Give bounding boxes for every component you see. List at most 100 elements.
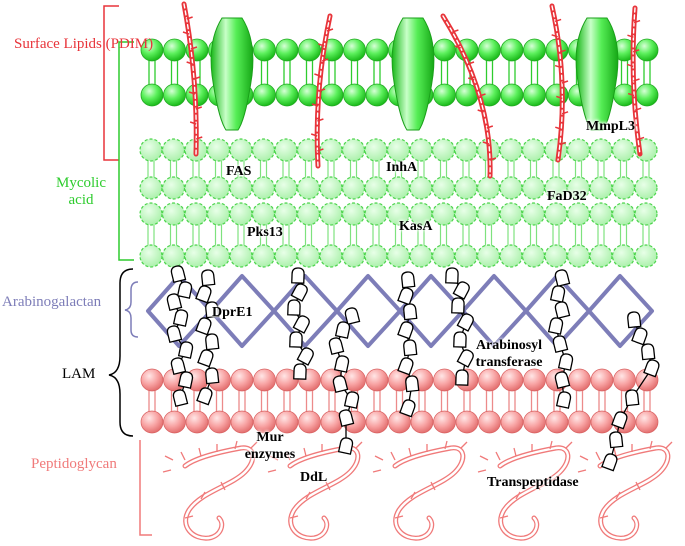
- lam-sugar-unit: [172, 309, 189, 327]
- lam-sugar-unit: [166, 325, 183, 344]
- pdim-branch: [559, 141, 567, 146]
- mycolic-head: [386, 244, 411, 268]
- mycolic-head: [611, 176, 636, 200]
- lam-sugar-unit: [201, 269, 216, 287]
- pdim-branch: [186, 16, 193, 20]
- mycolic-head: [206, 138, 231, 162]
- pm-head: [275, 410, 299, 434]
- mycolic-head: [274, 244, 298, 268]
- pdim-branch: [479, 93, 486, 97]
- lam-sugar-unit: [405, 375, 420, 393]
- pg-crosslink: [162, 469, 172, 473]
- mycolic-head: [634, 202, 658, 226]
- outer-head: [478, 38, 501, 62]
- peptidoglycan-strand: [477, 440, 573, 541]
- mycolic-head: [364, 138, 388, 162]
- pm-head: [163, 410, 186, 434]
- bracket-peptidoglycan: [139, 440, 152, 536]
- pg-crosslink: [285, 451, 291, 461]
- mycolic-head: [251, 138, 276, 162]
- lam-sugar-unit: [552, 335, 569, 354]
- mycolic-head: [386, 202, 411, 226]
- mycolic-head: [206, 244, 231, 268]
- pdim-branch: [310, 133, 318, 137]
- lam-sugar-unit: [334, 321, 351, 339]
- pg-backbone-core: [498, 446, 569, 540]
- pdim-branch: [467, 61, 475, 65]
- pm-head: [635, 410, 659, 434]
- mycolic-head: [566, 244, 591, 268]
- pdim-branch: [554, 18, 562, 23]
- pm-head: [478, 368, 501, 392]
- pg-crosslink: [184, 515, 194, 519]
- pdim-branch: [311, 103, 319, 107]
- mycolic-head: [251, 176, 276, 200]
- lam-sugar-unit: [170, 357, 187, 376]
- lam-sugar-unit: [337, 437, 354, 455]
- mycolic-head: [566, 138, 591, 162]
- mycolic-head: [386, 176, 411, 200]
- mycolic-head: [566, 202, 591, 226]
- pg-crosslink: [198, 447, 202, 457]
- mycolic-head: [296, 244, 321, 268]
- lam-sugar-unit: [555, 391, 572, 409]
- mycolic-head: [611, 202, 636, 226]
- outer-head: [163, 38, 186, 62]
- pg-backbone-core: [183, 446, 254, 540]
- mycolic-head: [251, 202, 276, 226]
- lam-sugar-unit: [292, 315, 310, 334]
- label-inha: InhA: [386, 160, 418, 175]
- pdim-branch: [633, 19, 641, 24]
- lam-sugar-unit: [453, 331, 467, 348]
- lam-sugar-unit: [631, 327, 648, 346]
- pg-crosslink: [499, 515, 509, 519]
- outer-head: [343, 38, 366, 62]
- pg-crosslink: [410, 491, 416, 500]
- pg-crosslink: [200, 491, 206, 500]
- pdim-branch: [632, 49, 640, 53]
- bracket-surface-lipids: [103, 5, 119, 161]
- pg-crosslink: [444, 440, 448, 450]
- pdim-branch: [561, 80, 569, 84]
- mycolic-head: [364, 244, 388, 268]
- outer-head: [635, 83, 659, 107]
- mycolic-head: [341, 244, 366, 268]
- lam-sugar-unit: [643, 359, 660, 378]
- lam-sugar-unit: [296, 347, 314, 366]
- mycolic-head: [139, 138, 163, 162]
- outer-head: [635, 38, 659, 62]
- mycolic-head: [251, 244, 276, 268]
- lam-sugar-unit: [549, 285, 566, 303]
- mycolic-head: [589, 202, 613, 226]
- pdim-branch: [314, 73, 321, 77]
- membrane-channels: [210, 17, 619, 131]
- pdim-chain-core: [551, 5, 564, 161]
- mycolic-head: [161, 244, 186, 268]
- lam-sugar-unit: [287, 299, 301, 316]
- pg-crosslink: [408, 447, 412, 457]
- pdim-branch: [193, 76, 201, 80]
- pm-head: [230, 368, 254, 392]
- pdim-branch: [489, 157, 497, 161]
- label-mycolic-acid: Mycolic acid: [56, 175, 106, 208]
- pdim-branch: [633, 78, 640, 82]
- pm-head: [185, 410, 209, 434]
- mycolic-head: [566, 176, 591, 200]
- pm-head: [590, 410, 614, 434]
- mycolic-head: [229, 202, 253, 226]
- mycolic-head: [206, 202, 231, 226]
- lam-sugar-unit: [601, 453, 618, 472]
- mycolic-head: [521, 176, 546, 200]
- peptidoglycan-strand: [162, 440, 258, 541]
- mycolic-head: [634, 176, 658, 200]
- pg-crosslink: [220, 481, 226, 491]
- lam-sugar-unit: [343, 391, 360, 409]
- peptidoglycan-strand: [577, 440, 673, 541]
- outer-head: [365, 83, 389, 107]
- pg-backbone-core: [598, 446, 669, 540]
- mycolic-head: [611, 244, 636, 268]
- pdim-branch: [195, 106, 202, 110]
- pg-crosslink: [390, 451, 396, 461]
- outer-head: [433, 38, 456, 62]
- mycolic-head: [499, 176, 523, 200]
